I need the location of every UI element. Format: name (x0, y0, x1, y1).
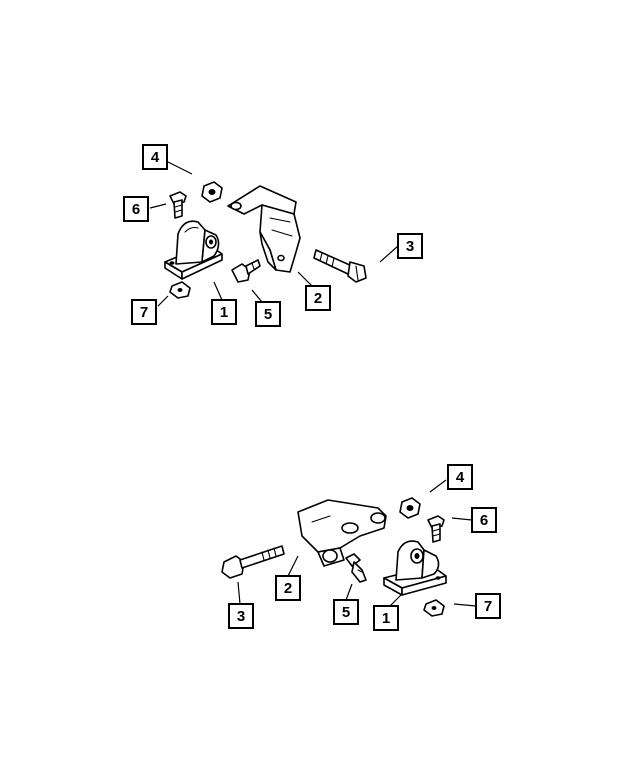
upper-callout-3: 3 (397, 233, 423, 259)
upper-view: 4 6 3 2 7 1 5 (123, 144, 423, 327)
lower-bracket (297, 499, 387, 567)
upper-callout-5: 5 (255, 301, 281, 327)
svg-text:7: 7 (140, 304, 148, 321)
svg-text:2: 2 (314, 290, 322, 307)
upper-callout-7: 7 (131, 299, 157, 325)
svg-text:1: 1 (220, 304, 228, 321)
upper-callout-2: 2 (305, 285, 331, 311)
lower-callout-2: 2 (275, 575, 301, 601)
svg-text:6: 6 (480, 512, 488, 529)
upper-nut-4 (201, 181, 223, 203)
upper-callout-1: 1 (211, 299, 237, 325)
lower-callout-5: 5 (333, 599, 359, 625)
svg-text:4: 4 (151, 149, 160, 166)
lower-mount-insulator (383, 540, 447, 596)
svg-text:6: 6 (132, 201, 140, 218)
lower-callout-6: 6 (471, 507, 497, 533)
lower-short-bolt (345, 553, 367, 583)
upper-short-bolt (231, 259, 261, 283)
upper-mount-insulator (164, 220, 223, 280)
lower-callout-7: 7 (475, 593, 501, 619)
svg-text:3: 3 (237, 608, 245, 625)
lower-view: 4 6 2 7 5 3 1 (221, 464, 501, 631)
lower-nut-4 (399, 497, 421, 519)
svg-text:3: 3 (406, 238, 414, 255)
upper-callout-6: 6 (123, 196, 149, 222)
upper-bracket (227, 185, 301, 273)
upper-small-bolt (169, 191, 187, 219)
upper-callout-4: 4 (142, 144, 168, 170)
lower-small-bolt (427, 515, 445, 543)
upper-small-nut (169, 281, 191, 299)
lower-callout-4: 4 (447, 464, 473, 490)
svg-text:1: 1 (382, 610, 390, 627)
lower-callout-3: 3 (228, 603, 254, 629)
upper-long-bolt (313, 249, 367, 283)
lower-long-bolt (221, 545, 285, 579)
svg-text:4: 4 (456, 469, 465, 486)
svg-text:2: 2 (284, 580, 292, 597)
lower-callout-1: 1 (373, 605, 399, 631)
lower-small-nut (423, 599, 445, 617)
svg-text:5: 5 (342, 604, 350, 621)
svg-text:7: 7 (484, 598, 492, 615)
svg-text:5: 5 (264, 306, 272, 323)
